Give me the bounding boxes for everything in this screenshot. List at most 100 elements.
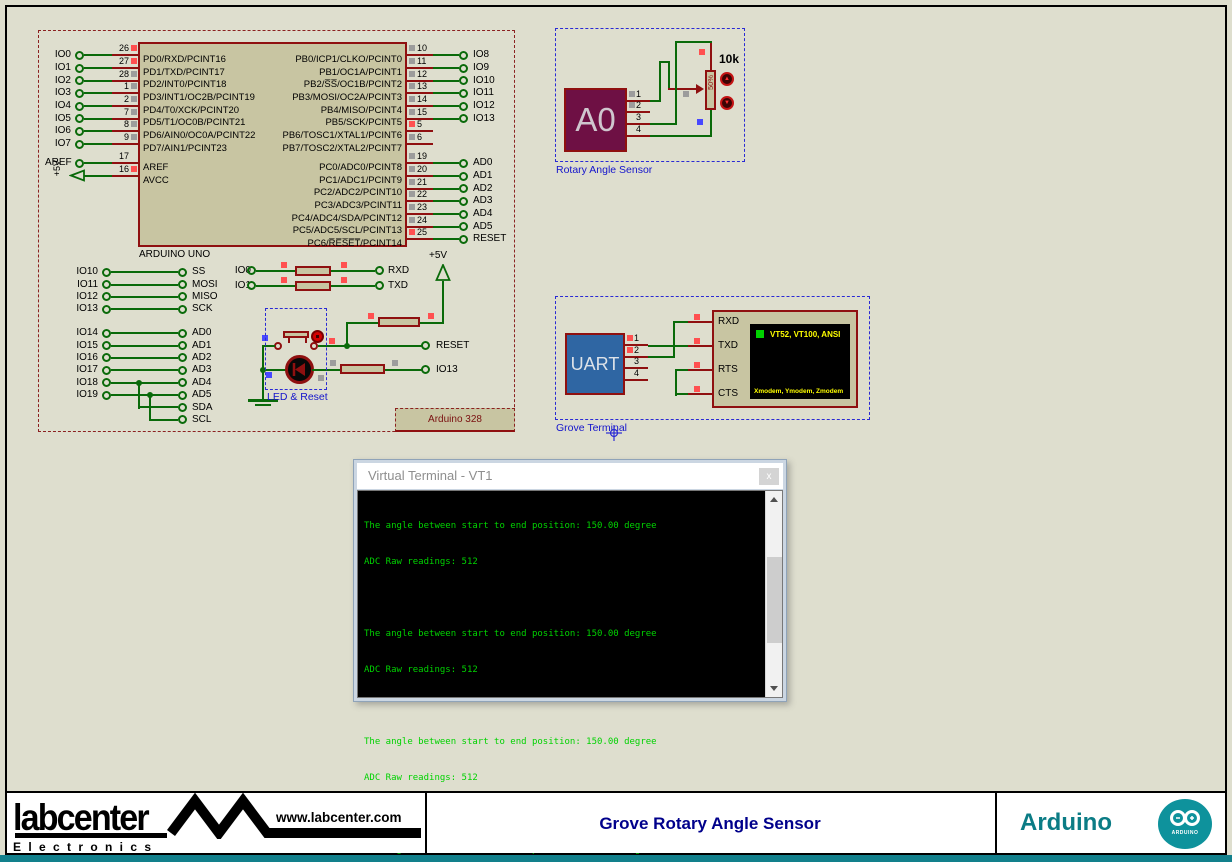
resistor [340,364,385,374]
arduino-subcircuit-border [38,30,515,432]
chip-pin-function-label: PB5/SCK/PCINT5 [325,117,402,129]
push-button-actuator[interactable] [311,330,324,343]
wire [675,41,712,43]
pin-marker [409,83,415,90]
pin-number: 19 [417,151,428,162]
reset-terminal-circle [421,341,430,350]
pin-number: 3 [634,356,640,367]
wire [84,105,112,108]
wire [138,406,178,408]
spi-terminal-rows: IO10 SS IO11 MOSI IO12 MISO [70,266,240,316]
wire [675,369,677,396]
marker [683,91,689,97]
terminal-label: IO4 [54,100,71,112]
right-terminal-circle [178,341,187,351]
wire [433,105,459,108]
pin-number: 1 [634,332,640,343]
pin-row: IO7 9 [45,133,138,151]
io13-terminal-label: IO13 [436,364,458,375]
pin-row: 25 RESET [407,228,519,246]
wire [433,238,459,241]
left-terminal-label: IO12 [76,290,98,302]
power-arrow-icon [435,262,451,287]
terminal-label: IO0 [54,49,71,61]
scroll-down-button[interactable] [766,681,783,697]
terminal-label: IO2 [54,74,71,86]
zigzag-logo-icon [167,793,421,839]
terminal-circle [459,76,468,86]
button-contact [274,342,282,350]
terminal-circle [75,126,84,136]
left-terminal-circle [102,304,111,314]
wire [433,175,459,178]
left-terminal-circle [102,292,111,302]
left-terminal-circle [102,328,111,338]
terminal-circle [75,114,84,124]
pin-row: 4 [625,368,651,386]
chip-pin-function-label: PB7/TOSC2/XTAL2/PCINT7 [282,142,403,154]
right-terminal-circle [375,266,384,275]
pot-increase-button[interactable]: ▲ [720,72,734,86]
left-terminal-label: IO14 [76,327,98,339]
pin-stub [112,117,138,120]
wire [650,123,677,125]
marker [266,372,272,378]
close-icon[interactable]: x [759,468,779,485]
wire [263,345,275,347]
wire-junction [260,367,266,373]
right-terminal-label: RXD [388,264,410,276]
right-terminal-label: AD3 [192,364,212,376]
aref-5v-label: +5V [52,160,62,177]
pin-number: 28 [118,68,129,79]
terminal-circle [459,88,468,98]
pin-row: 19 AD0 [407,152,519,170]
virtual-terminal-component: VT52, VT100, ANSI Xmodem, Ymodem, Zmodem [712,310,858,408]
terminal-output-area: The angle between start to end position:… [357,490,783,855]
terminal-circle [75,101,84,111]
pin-number: 4 [634,367,640,378]
wire [84,67,112,70]
rotary-pin-rows: 1 2 3 4 [627,89,653,141]
left-terminal-label: IO18 [76,376,98,388]
pin-stub [112,143,138,146]
wire [676,393,693,395]
wire [433,187,459,190]
wire [650,100,661,102]
wire [318,345,422,347]
chip-pin-function-label: PB6/TOSC1/XTAL1/PCINT6 [282,130,403,142]
terminal-label: RESET [473,233,507,245]
pin-stub [112,162,138,165]
right-terminal-circle [178,403,187,413]
pin-marker [629,102,635,109]
pot-decrease-button[interactable]: ▼ [720,96,734,110]
pin-row: AREF 17 [45,152,138,170]
terminal-label: IO9 [473,62,490,74]
potentiometer: 50% [705,70,716,110]
pin-stub [625,378,648,381]
pin-number: 9 [123,132,129,143]
button-post [288,338,290,343]
resistor [295,265,331,276]
pin-row: IO1 27 [45,57,138,75]
terminal-line: ADC Raw readings: 512 [364,773,478,783]
window-title-bar[interactable]: Virtual Terminal - VT1 x [357,463,783,489]
wire [331,269,375,272]
pin-stub [407,175,433,178]
pin-marker [627,346,633,353]
wire [648,356,675,358]
terminal-row: IO17 AD3 [70,364,240,376]
right-terminal-label: SCL [192,413,212,425]
pin-number: 5 [417,119,423,130]
wire [433,225,459,228]
terminal-circle [459,50,468,60]
chip-pin-function-label: PD6/AIN0/OC0A/PCINT22 [143,130,256,142]
pin-marker [409,45,415,52]
scroll-up-button[interactable] [766,491,783,507]
scrollbar[interactable] [765,491,782,697]
chip-right-bottom-pin-rows: 19 AD0 20 AD1 21 AD2 [407,152,519,246]
chip-pin-function-label: PB0/ICP1/CLKO/PCINT0 [295,54,402,65]
grove-annotation-box [555,296,870,420]
scrollbar-thumb[interactable] [767,557,782,643]
pin-number: 25 [417,227,428,238]
